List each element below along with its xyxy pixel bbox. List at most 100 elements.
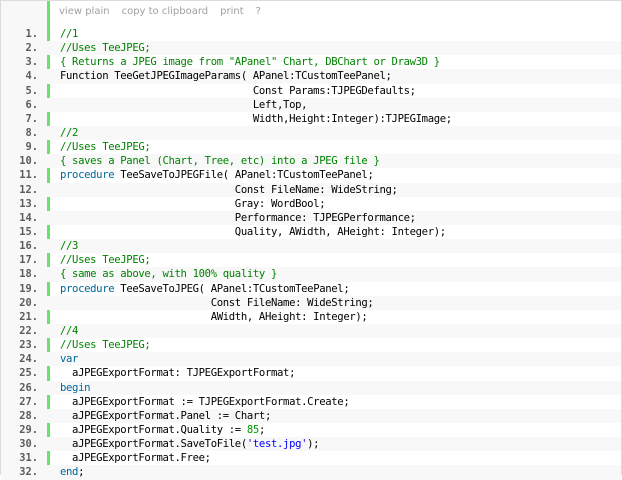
code-token-keyword: begin [60, 381, 91, 394]
code-token-plain: TeeSaveToJPEGFile( APanel:TCustomTeePane… [114, 169, 374, 182]
code-text: { Returns a JPEG image from "APanel" Cha… [60, 55, 440, 69]
code-token-plain: Const FileName: WideString; [60, 183, 398, 196]
code-line: 24. var [1, 352, 621, 367]
line-number: 10. [19, 155, 38, 168]
help-link[interactable]: ? [255, 6, 261, 17]
code-text: AWidth, AHeight: Integer); [60, 310, 368, 324]
code-token-comment: { Returns a JPEG image from "APanel" Cha… [60, 56, 440, 69]
code-line: 30. aJPEGExportFormat.SaveToFile('test.j… [1, 437, 621, 452]
line-number: 21. [19, 310, 38, 323]
code-token-plain: Function TeeGetJPEGImageParams( APanel:T… [60, 70, 392, 83]
code-line: 26. begin [1, 380, 621, 395]
line-number: 11. [19, 169, 38, 182]
line-number: 19. [19, 282, 38, 295]
line-number: 23. [19, 339, 38, 352]
code-text: end; [60, 465, 84, 479]
code-token-plain: ; [78, 466, 85, 479]
code-token-comment: //Uses TeeJPEG; [60, 254, 151, 267]
code-text: { same as above, with 100% quality } [60, 267, 277, 281]
code-token-plain: aJPEGExportFormat.SaveToFile( [60, 438, 247, 451]
code-line: 1.//1 [1, 27, 621, 41]
code-line: 19. procedure TeeSaveToJPEG( APanel:TCust… [1, 282, 621, 296]
code-token-plain: TeeSaveToJPEG( APanel:TCustomTeePanel; [114, 282, 350, 295]
code-token-number: 85 [246, 423, 259, 436]
code-text: aJPEGExportFormat.Panel := Chart; [60, 409, 271, 423]
line-number: 6. [25, 98, 38, 111]
code-text: //Uses TeeJPEG; [60, 338, 151, 352]
code-line: 21. AWidth, AHeight: Integer); [1, 310, 621, 324]
code-text: Const FileName: WideString; [60, 183, 398, 197]
code-text: { saves a Panel (Chart, Tree, etc) into … [60, 154, 380, 168]
code-token-plain: AWidth, AHeight: Integer); [60, 310, 368, 323]
code-line: 14. Performance: TJPEGPerformance; [1, 210, 621, 225]
line-number: 22. [19, 324, 38, 337]
line-number: 16. [19, 240, 38, 253]
code-token-plain: Const FileName: WideString; [60, 296, 374, 309]
line-number: 17. [19, 254, 38, 267]
code-text: //Uses TeeJPEG; [60, 140, 151, 154]
code-token-comment: { saves a Panel (Chart, Tree, etc) into … [60, 155, 380, 168]
code-text: var [60, 352, 78, 366]
line-number: 20. [19, 296, 38, 309]
code-token-plain: ; [258, 423, 265, 436]
code-line: 15. Quality, AWidth, AHeight: Integer); [1, 225, 621, 239]
code-line: 25. aJPEGExportFormat: TJPEGExportFormat… [1, 366, 621, 380]
code-token-plain: ); [307, 438, 320, 451]
code-text: //2 [60, 126, 78, 140]
code-text: begin [60, 381, 90, 395]
line-number: 32. [19, 466, 38, 479]
code-token-plain: Gray: WordBool; [60, 197, 326, 210]
code-token-plain: aJPEGExportFormat.Panel := Chart; [60, 409, 271, 422]
code-text: aJPEGExportFormat.Quality := 85; [60, 423, 265, 437]
code-text: Const FileName: WideString; [60, 296, 374, 310]
code-line: 6. Left,Top, [1, 97, 621, 112]
line-number: 24. [19, 353, 38, 366]
code-line: 29. aJPEGExportFormat.Quality := 85; [1, 423, 621, 437]
line-number: 25. [19, 367, 38, 380]
line-number: 7. [25, 112, 38, 125]
gutter-divider [47, 1, 50, 476]
code-token-keyword: procedure [60, 169, 115, 182]
code-token-comment: //4 [60, 324, 79, 337]
code-text: aJPEGExportFormat.Free; [60, 451, 211, 465]
print-link[interactable]: print [220, 6, 244, 17]
line-number: 27. [19, 395, 38, 408]
code-token-keyword: var [60, 353, 79, 366]
code-token-plain: aJPEGExportFormat: TJPEGExportFormat; [60, 367, 296, 380]
code-text: procedure TeeSaveToJPEG( APanel:TCustomT… [60, 282, 350, 296]
code-text: Width,Height:Integer):TJPEGImage; [60, 112, 452, 126]
code-line: 4.Function TeeGetJPEGImageParams( APanel… [1, 69, 621, 84]
line-number: 26. [19, 381, 38, 394]
code-text: //3 [60, 239, 78, 253]
view-plain-link[interactable]: view plain [59, 6, 110, 17]
code-text: Left,Top, [60, 98, 308, 112]
code-token-plain: aJPEGExportFormat.Quality := [60, 423, 247, 436]
code-token-comment: //Uses TeeJPEG; [60, 42, 151, 55]
code-toolbar: view plain copy to clipboard print ? [59, 4, 261, 20]
code-token-plain: Left,Top, [60, 98, 308, 111]
line-number: 28. [19, 409, 38, 422]
code-token-comment: //Uses TeeJPEG; [60, 339, 151, 352]
code-line: 17. //Uses TeeJPEG; [1, 253, 621, 267]
code-token-plain: aJPEGExportFormat := TJPEGExportFormat.C… [60, 395, 350, 408]
line-number: 29. [19, 423, 38, 436]
code-line: 8. //2 [1, 125, 621, 141]
copy-to-clipboard-link[interactable]: copy to clipboard [121, 6, 209, 17]
code-token-comment: { same as above, with 100% quality } [60, 268, 278, 281]
code-token-plain: aJPEGExportFormat.Free; [60, 452, 211, 465]
code-text: Gray: WordBool; [60, 197, 326, 211]
code-text: aJPEGExportFormat := TJPEGExportFormat.C… [60, 395, 350, 409]
code-line: 22. //4 [1, 323, 621, 339]
line-number: 3. [25, 56, 38, 69]
line-number: 8. [25, 126, 38, 139]
code-token-plain: Const Params:TJPEGDefaults; [60, 84, 416, 97]
code-text: //4 [60, 324, 78, 338]
line-number: 31. [19, 452, 38, 465]
code-line: 3. { Returns a JPEG image from "APanel" C… [1, 55, 621, 69]
code-line: 18.{ same as above, with 100% quality } [1, 267, 621, 282]
code-line: 5. Const Params:TJPEGDefaults; [1, 84, 621, 98]
code-token-keyword: procedure [60, 282, 115, 295]
code-line: 23. //Uses TeeJPEG; [1, 338, 621, 352]
code-token-comment: //1 [60, 28, 79, 40]
